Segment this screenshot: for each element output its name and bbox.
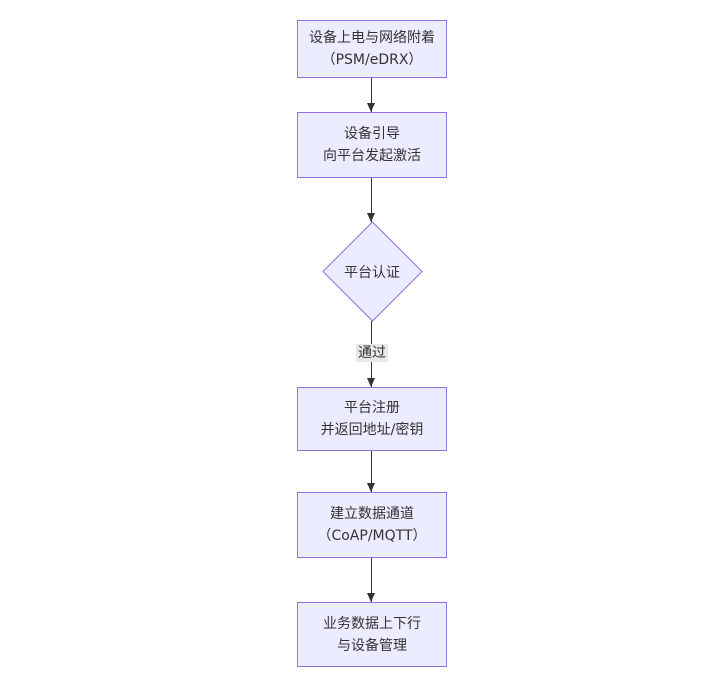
node-business-data-mgmt: 业务数据上下行 与设备管理 [297,602,447,667]
node-label: （PSM/eDRX） [321,52,423,68]
node-label: 向平台发起激活 [323,148,421,164]
arrow-connector [367,78,375,112]
node-label: 建立数据通道 [330,506,414,522]
arrowhead-icon [367,378,375,387]
node-label: 业务数据上下行 [323,615,421,632]
node-platform-register: 平台注册 并返回地址/密钥 [297,387,447,451]
edge-label-text: 通过 [356,344,388,362]
node-data-channel: 建立数据通道 （CoAP/MQTT） [297,492,447,558]
arrow-connector [367,558,375,602]
arrow-connector [367,451,375,492]
arrowhead-icon [367,593,375,602]
node-power-on-attach: 设备上电与网络附着 （PSM/eDRX） [297,20,447,78]
node-label: （CoAP/MQTT） [317,528,427,544]
node-platform-auth-label: 平台认证 [297,222,447,322]
node-label: 平台注册 [344,400,400,416]
node-label: 设备引导 [344,126,400,142]
arrowhead-icon [367,103,375,112]
node-label: 与设备管理 [337,637,407,654]
node-label: 平台认证 [344,265,400,281]
node-label: 设备上电与网络附着 [309,30,435,46]
arrowhead-icon [367,213,375,222]
arrow-connector [367,178,375,222]
edge-label-pass: 通过 [297,342,447,362]
arrowhead-icon [367,483,375,492]
node-label: 并返回地址/密钥 [320,422,424,438]
node-bootstrap-activate: 设备引导 向平台发起激活 [297,112,447,178]
